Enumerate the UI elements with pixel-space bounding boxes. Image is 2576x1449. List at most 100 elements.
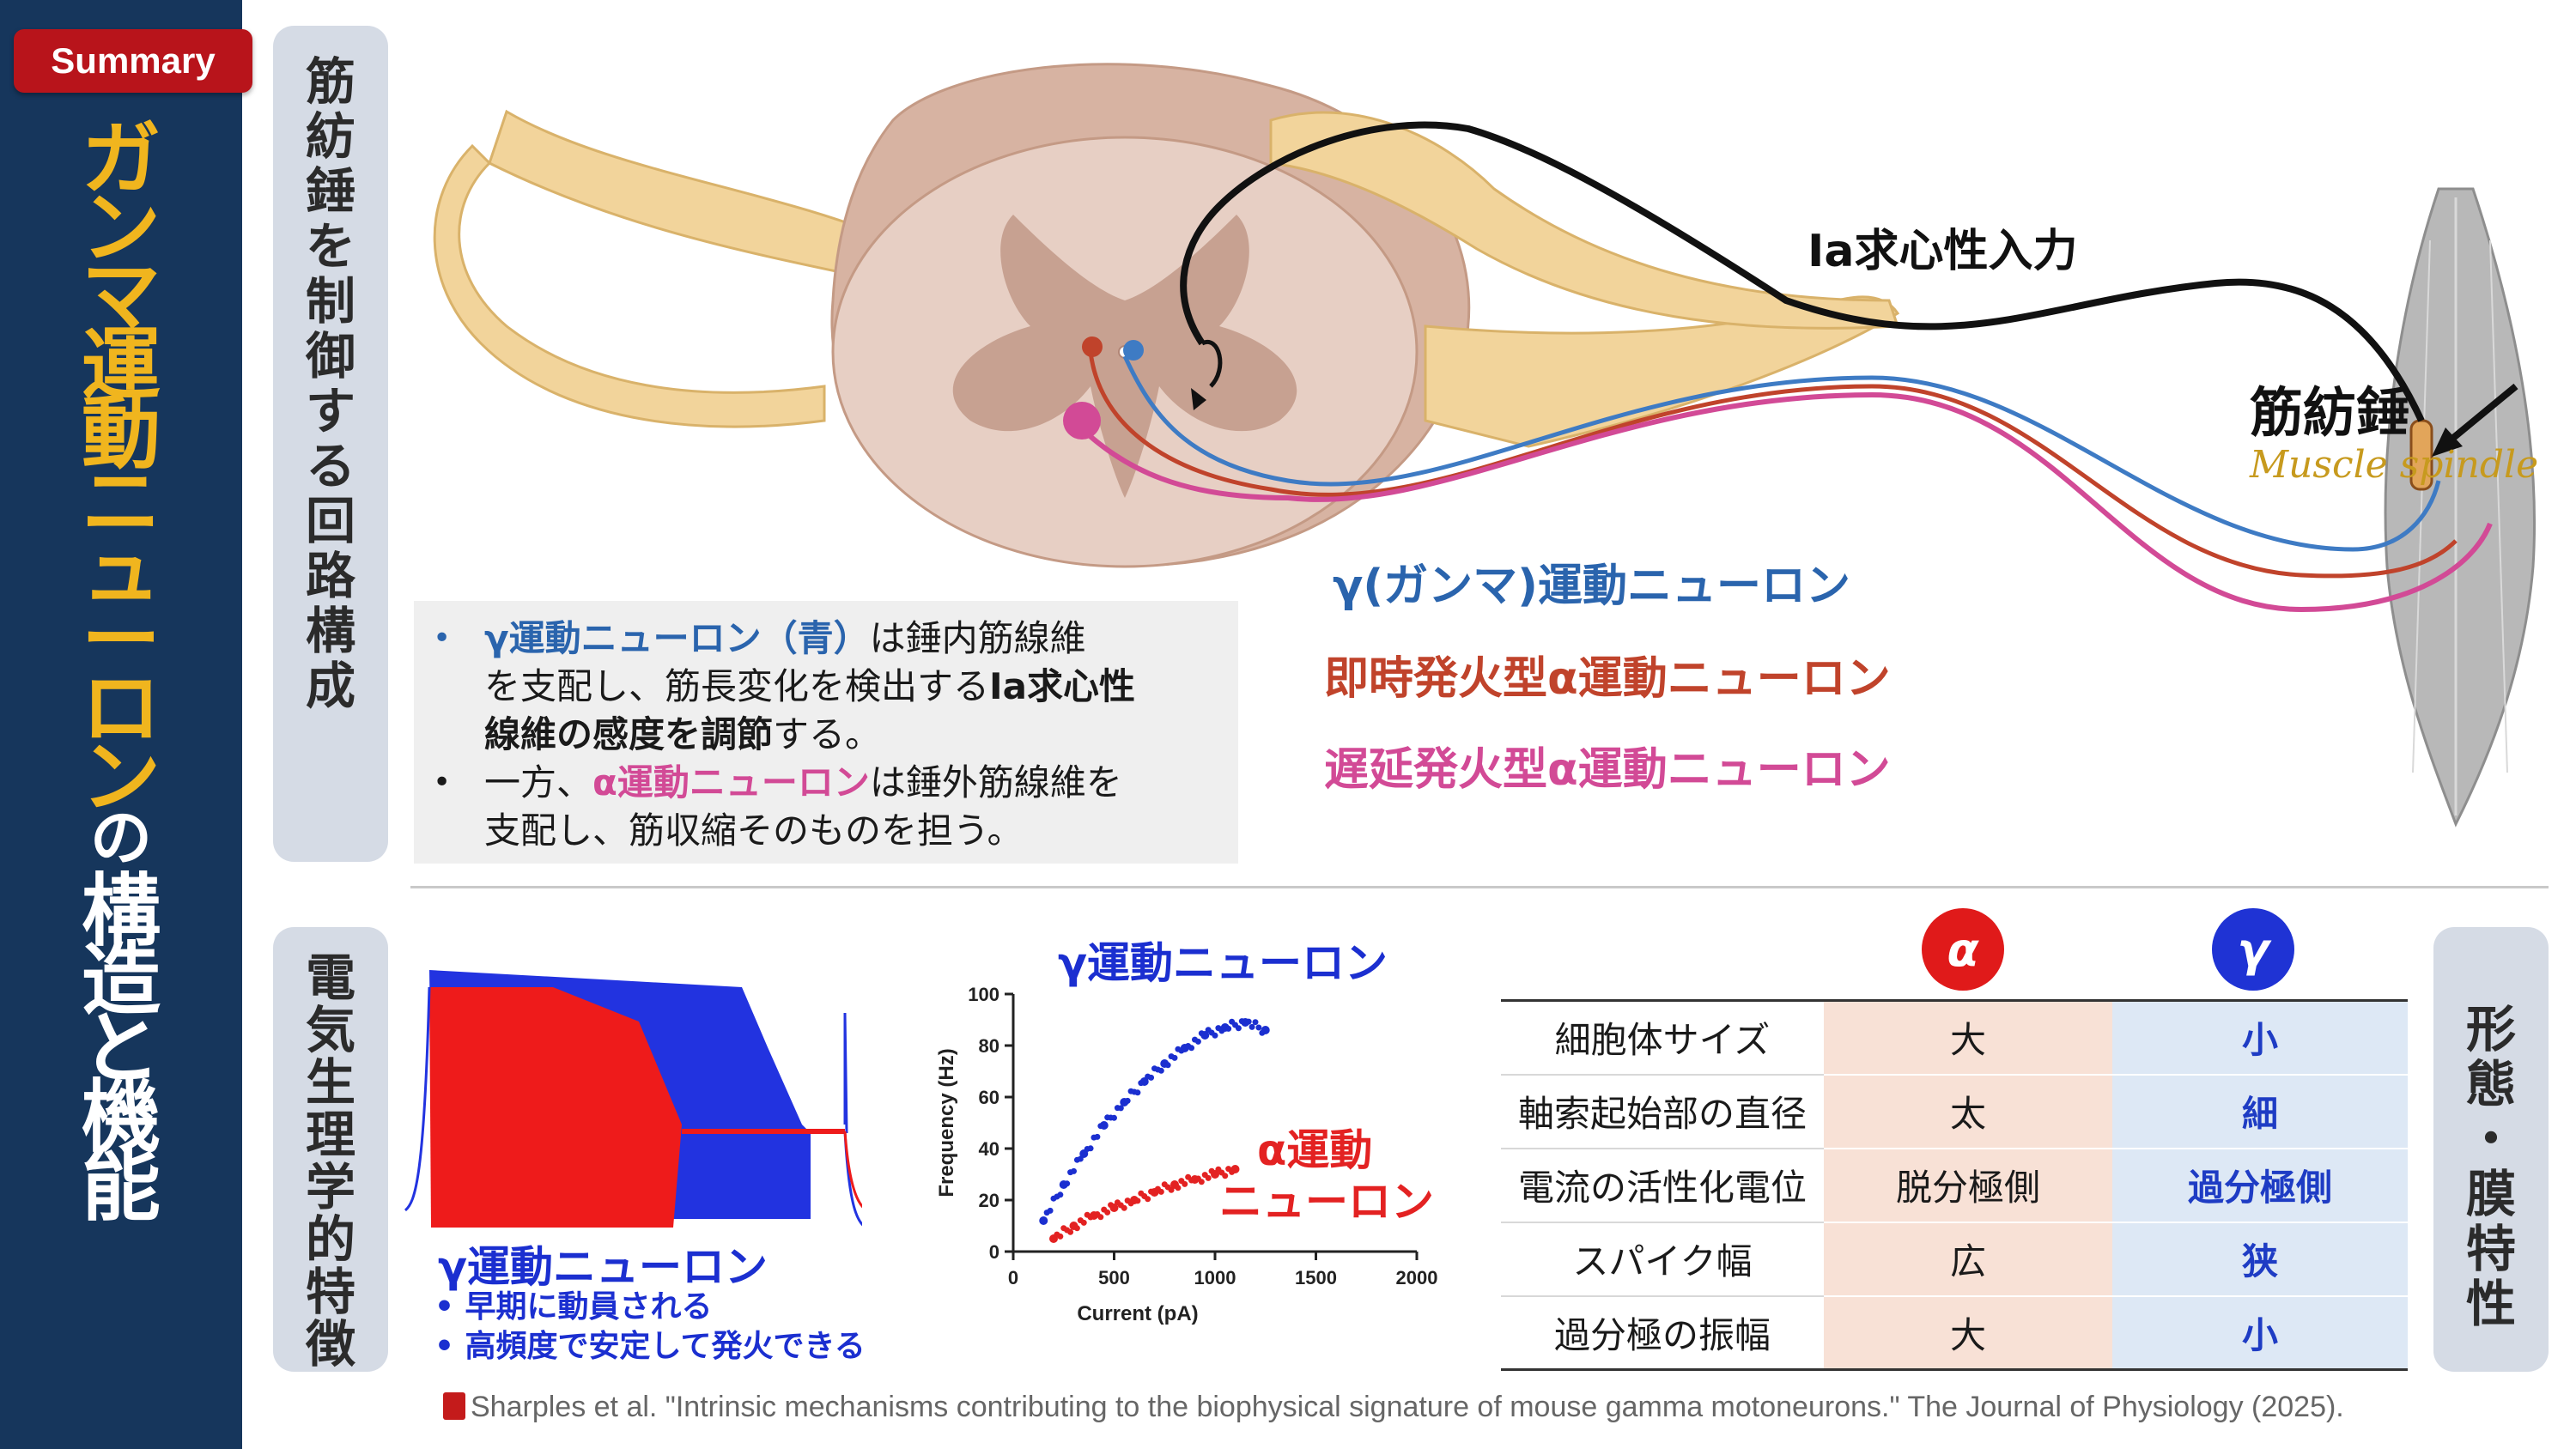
data-point-dense	[1194, 1038, 1201, 1045]
alpha-cell: 大	[1824, 999, 2112, 1076]
x-tick-label: 500	[1098, 1267, 1130, 1288]
x-tick-label: 1500	[1295, 1267, 1337, 1288]
data-point	[1230, 1165, 1240, 1173]
trace-gamma-label: γ運動ニューロン	[438, 1242, 769, 1292]
bullet-item: • 一方、α運動ニューロンは錘外筋線維を支配し、筋収縮そのものを担う。	[433, 761, 1122, 852]
label-char: 特	[2465, 1220, 2516, 1278]
title-char: ロ	[81, 663, 161, 755]
property-cell: 過分極の振幅	[1501, 1295, 1824, 1371]
label-char: る	[305, 437, 355, 495]
section-label-morph: 形 態 ・ 膜 特 性	[2433, 927, 2549, 1372]
data-point-dense	[1198, 1179, 1205, 1185]
comparison-table: 細胞体サイズ大小 軸索起始部の直径太細 電流の活性化電位脱分極側過分極側 スパイ…	[1501, 999, 2408, 1371]
label-char: 御	[305, 327, 355, 385]
gamma-term: γ運動ニューロン（青）	[484, 617, 870, 659]
gamma-cell: 小	[2112, 1295, 2408, 1371]
gamma-cell: 小	[2112, 999, 2408, 1076]
title-char: 機	[81, 1071, 161, 1163]
data-point-dense	[1157, 1067, 1164, 1074]
data-point	[1099, 1121, 1109, 1130]
title-char: 能	[81, 1140, 161, 1232]
gamma-motor-axon	[1122, 355, 2441, 552]
muscle	[2384, 187, 2537, 828]
label-char: 路	[305, 547, 355, 605]
data-point-dense	[1249, 1023, 1255, 1030]
data-point-dense	[1047, 1207, 1054, 1214]
table-row: 過分極の振幅大小	[1501, 1295, 2408, 1371]
bullet-text: を支配し、筋長変化を検出する	[484, 665, 990, 707]
data-point-dense	[1175, 1185, 1182, 1191]
table-row: スパイク幅広狭	[1501, 1222, 2408, 1297]
title-char: マ	[81, 251, 161, 343]
data-point-dense	[1145, 1196, 1151, 1203]
y-axis-label: Frequency (Hz)	[935, 1048, 958, 1197]
table-row: 電流の活性化電位脱分極側過分極側	[1501, 1148, 2408, 1223]
firing-traces	[404, 970, 862, 1228]
data-point-dense	[1124, 1097, 1131, 1104]
trace-point: • 早期に動員される	[434, 1289, 713, 1325]
bullet-item: • γ運動ニューロン（青）は錘内筋線維を支配し、筋長変化を検出するIa求心性線維…	[433, 617, 1135, 755]
label-char: 学	[305, 1158, 355, 1216]
x-tick-label: 0	[1008, 1267, 1018, 1288]
gamma-cell: 過分極側	[2112, 1148, 2408, 1223]
data-point-dense	[1071, 1167, 1077, 1174]
alpha-trace	[429, 987, 682, 1228]
data-point-dense	[1171, 1054, 1178, 1061]
data-point-dense	[1252, 1019, 1259, 1026]
data-point-dense	[1104, 1209, 1111, 1216]
x-axis-label: Current (pA)	[1077, 1302, 1198, 1325]
label-char: 回	[305, 492, 355, 550]
y-tick-label: 20	[979, 1190, 999, 1211]
trace-point: • 高頻度で安定して発火できる	[434, 1329, 866, 1364]
data-point-dense	[1134, 1197, 1141, 1204]
gamma-cell: 細	[2112, 1074, 2408, 1149]
label-char: 特	[305, 1263, 355, 1321]
title-char: と	[81, 1003, 161, 1094]
data-point-dense	[1255, 1024, 1262, 1031]
nerve-branch	[433, 143, 826, 428]
data-point-dense	[1225, 1025, 1232, 1032]
data-point-dense	[1168, 1186, 1175, 1193]
data-point	[1109, 1203, 1119, 1212]
dorsal-ganglion	[1269, 111, 1900, 330]
data-point-dense	[1064, 1180, 1071, 1187]
data-point	[1139, 1077, 1149, 1086]
label-char: す	[305, 382, 355, 440]
chart-alpha-label: α運動 ニューロン	[1219, 1125, 1434, 1228]
property-cell: 電流の活性化電位	[1501, 1148, 1824, 1223]
x-tick-label: 2000	[1396, 1267, 1438, 1288]
label-char: 電	[305, 949, 355, 1007]
delayed-alpha-label: 遅延発火型α運動ニューロン	[1324, 744, 1891, 796]
main-title: ガ ン マ 運 動 ニ ュ ー ロ ン の 構 造 と 機 能	[0, 120, 242, 1434]
bullet-text: する。	[773, 713, 882, 755]
table-row: 軸索起始部の直径太細	[1501, 1074, 2408, 1149]
label-char: 態	[2465, 1055, 2516, 1113]
section-divider	[410, 886, 2549, 888]
data-point-dense	[1111, 1114, 1117, 1121]
label-char: 徴	[305, 1315, 355, 1373]
data-point-dense	[1188, 1045, 1195, 1052]
alpha-cell: 脱分極側	[1824, 1148, 2112, 1223]
property-cell: 細胞体サイズ	[1501, 999, 1824, 1076]
data-point-dense	[1117, 1105, 1124, 1112]
alpha-cell: 広	[1824, 1222, 2112, 1297]
y-tick-label: 60	[979, 1087, 999, 1108]
gamma-neuron-label: γ(ガンマ)運動ニューロン	[1333, 561, 1850, 612]
title-char: ン	[81, 731, 161, 823]
bullet-text-bold: 線維の感度を調節	[484, 713, 774, 755]
summary-bullets: • γ運動ニューロン（青）は錘内筋線維を支配し、筋長変化を検出するIa求心性線維…	[414, 601, 1238, 864]
data-point-dense	[1094, 1133, 1101, 1140]
chart-alpha-label-line: ニューロン	[1219, 1177, 1434, 1227]
book-icon	[443, 1392, 465, 1420]
data-point-dense	[1222, 1173, 1229, 1179]
spindle-arrow	[2440, 383, 2518, 450]
data-point-dense	[1212, 1032, 1218, 1039]
data-point-dense	[1097, 1214, 1104, 1221]
label-char: 理	[305, 1106, 355, 1164]
label-char: 錘	[305, 162, 355, 221]
title-char: 運	[81, 319, 161, 411]
alpha-term: α運動ニューロン	[592, 761, 870, 803]
fast-alpha-axon	[1088, 351, 2458, 579]
chart-alpha-label-line: α運動	[1257, 1125, 1373, 1175]
label-char: 紡	[305, 107, 355, 166]
